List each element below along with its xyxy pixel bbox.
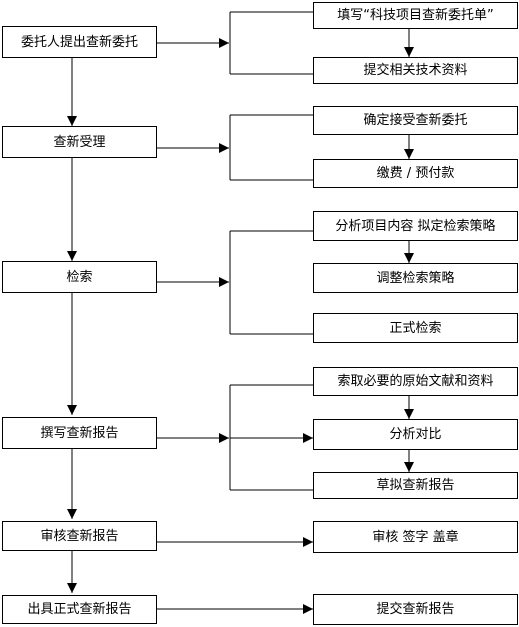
side-step-2-2: 缴费 / 预付款 — [313, 159, 518, 188]
side-step-4-3: 草拟查新报告 — [313, 472, 518, 499]
side-step-3-1: 分析项目内容 拟定检索策略 — [313, 211, 518, 241]
main-step-3: 检索 — [2, 261, 157, 293]
side-step-5-1: 审核 签字 盖章 — [313, 521, 518, 553]
side-step-1-2: 提交相关技术资料 — [313, 57, 518, 84]
side-step-4-2: 分析对比 — [313, 419, 518, 450]
side-step-3-3: 正式检索 — [313, 313, 518, 343]
side-step-4-1: 索取必要的原始文献和资料 — [313, 367, 518, 396]
side-step-1-1: 填写“科技项目查新委托单” — [313, 2, 518, 29]
side-step-3-2: 调整检索策略 — [313, 263, 518, 293]
main-step-6: 出具正式查新报告 — [2, 595, 157, 624]
side-step-2-1: 确定接受查新委托 — [313, 106, 518, 135]
main-step-1: 委托人提出查新委托 — [2, 26, 157, 58]
main-step-5: 审核查新报告 — [2, 521, 157, 551]
side-step-6-1: 提交查新报告 — [313, 594, 518, 625]
main-step-2: 查新受理 — [2, 126, 157, 158]
main-step-4: 撰写查新报告 — [2, 417, 157, 449]
